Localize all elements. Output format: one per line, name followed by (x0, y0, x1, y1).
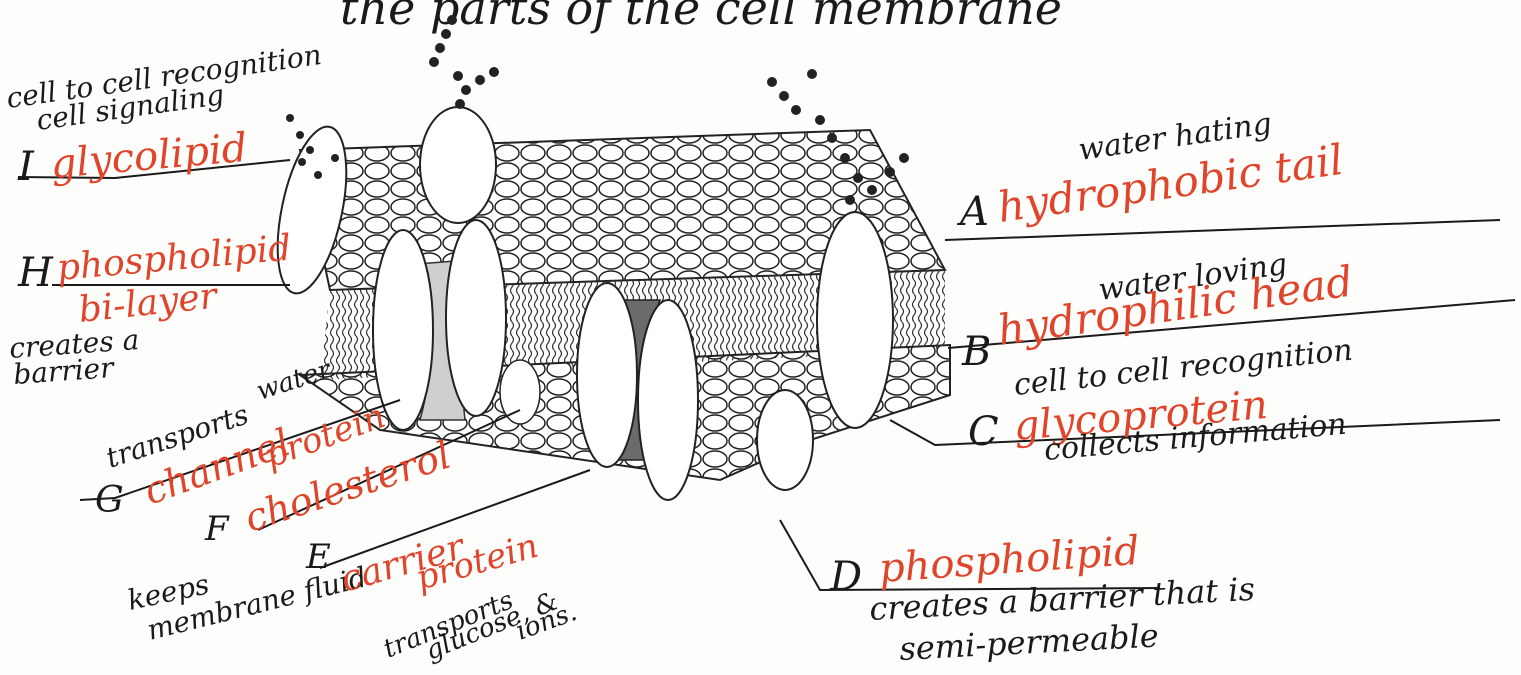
label-I-letter: I (17, 144, 35, 190)
label-H-note-2: barrier (12, 351, 116, 391)
label-D-letter: D (829, 554, 862, 600)
bottom-protein (757, 390, 813, 490)
label-I: cell to cell recognition cell signaling … (4, 38, 323, 190)
label-E-letter: E (305, 537, 331, 577)
label-B-letter: B (961, 329, 991, 375)
label-I-term: glycolipid (49, 125, 249, 188)
label-E: E carrier protein transports glucose, & … (305, 526, 581, 667)
cholesterol-shape (500, 360, 540, 424)
label-F-letter: F (204, 509, 230, 549)
top-glycoprotein (420, 107, 496, 223)
label-H: H phospholipid bi-layer creates a barrie… (8, 228, 293, 391)
label-G-letter: G (95, 480, 124, 521)
right-glycoprotein (817, 212, 893, 428)
label-C-letter: C (968, 409, 999, 455)
label-A: water hating A hydrophobic tail (956, 106, 1346, 235)
label-C: cell to cell recognition C glycoprotein … (968, 333, 1354, 468)
label-H-letter: H (17, 250, 54, 296)
label-A-letter: A (956, 189, 989, 235)
label-G-note-2: water (253, 354, 336, 407)
label-D: D phospholipid creates a barrier that is… (829, 528, 1256, 668)
